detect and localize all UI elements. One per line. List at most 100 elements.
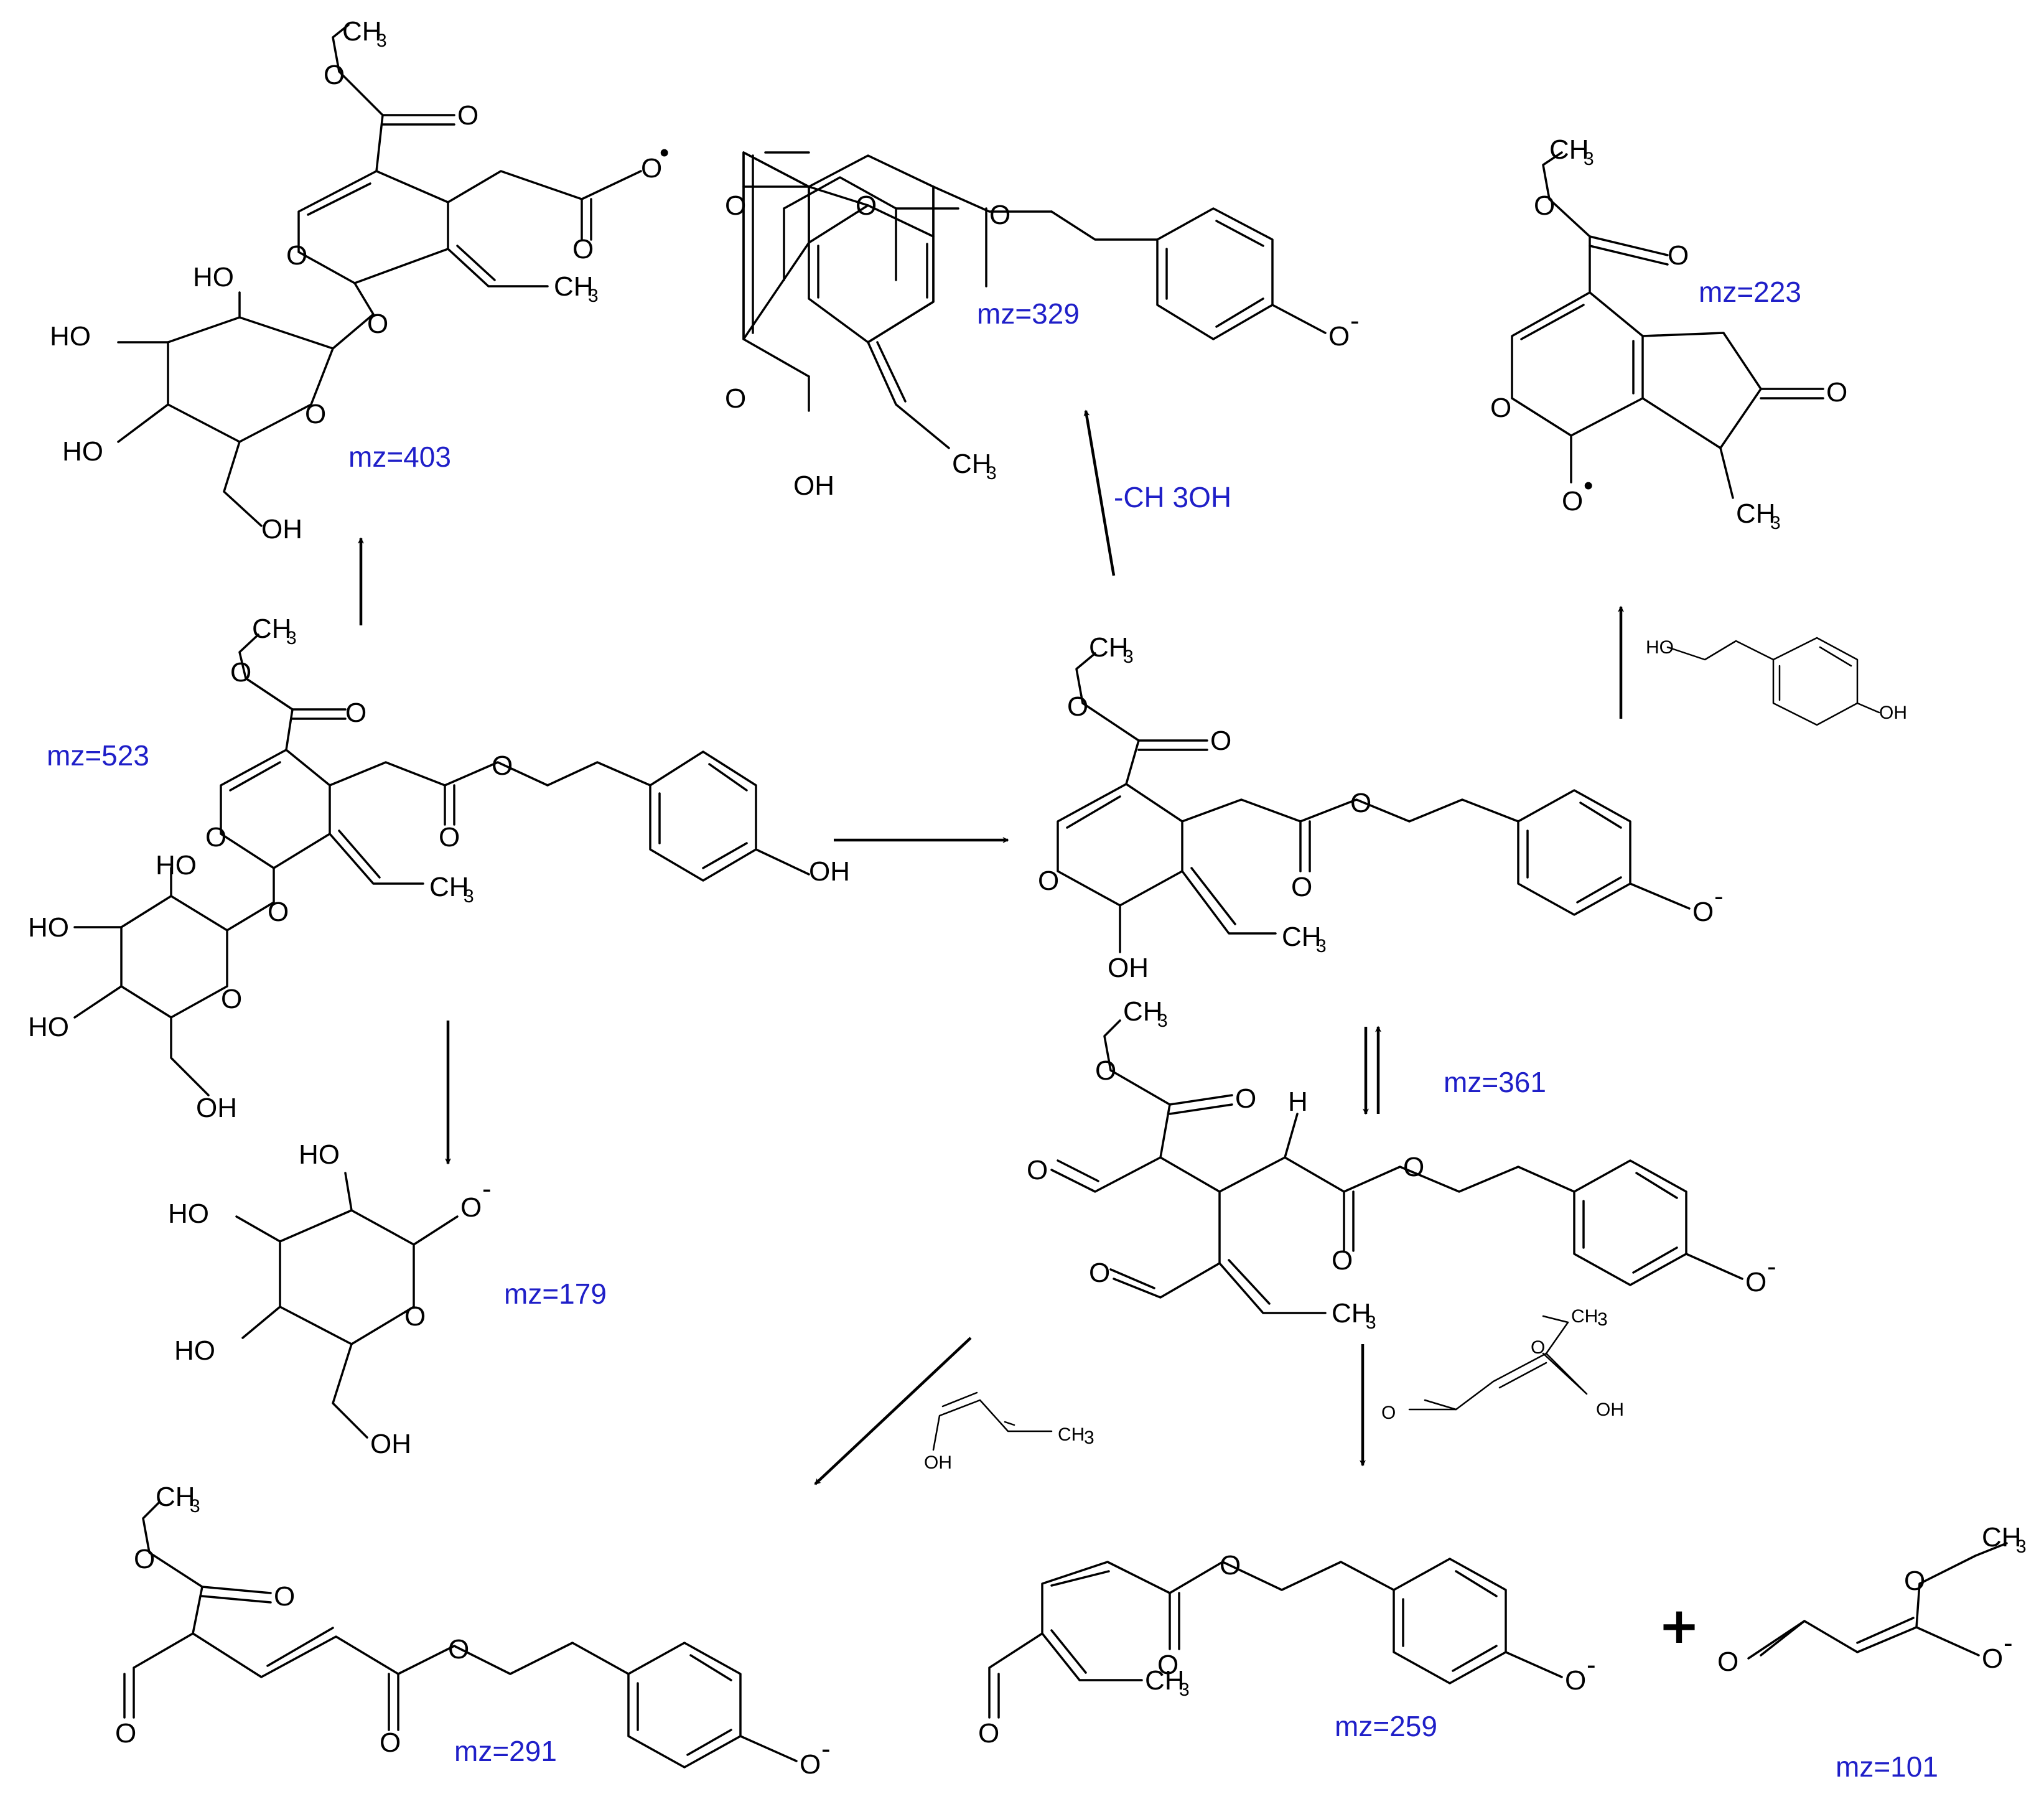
atom-label: O — [439, 822, 460, 853]
molecule-mz291 — [123, 1502, 798, 1769]
atom-label: O — [1534, 190, 1555, 221]
atom-label: O — [286, 240, 307, 271]
mz-label-523: mz=523 — [47, 739, 149, 772]
atom-label: O — [1381, 1403, 1396, 1423]
atom-label: HO — [28, 1012, 69, 1042]
arrow-361-to-291 — [814, 1337, 972, 1485]
atom-label: O — [305, 399, 326, 429]
atom-label: HO — [50, 321, 91, 352]
atom-label: O — [1210, 726, 1231, 756]
atom-label: O — [115, 1718, 136, 1749]
atom-label: - — [1350, 306, 1360, 336]
atom-label: O — [725, 190, 746, 221]
atom-label: 3 — [986, 463, 997, 484]
atom-label: O — [856, 190, 877, 221]
atom-label: 3 — [1366, 1312, 1376, 1333]
atom-label: HO — [1646, 637, 1674, 658]
atom-label: O — [274, 1581, 295, 1612]
atom-label: O — [448, 1634, 469, 1665]
mz-label-259: mz=259 — [1335, 1710, 1437, 1742]
atom-label: O — [1157, 1650, 1178, 1680]
atom-label: HO — [174, 1335, 215, 1366]
mz-label-179: mz=179 — [504, 1278, 607, 1310]
molecule-mz329-atoms: O O O O OH CH3 O - — [725, 190, 1360, 501]
atom-label: CH — [252, 614, 292, 644]
molecule-mz101-atoms: CH3 O O O - — [1717, 1522, 2027, 1677]
molecule-mz179-atoms: HO HO HO O O - OH — [168, 1139, 492, 1459]
atom-label: 3 — [1084, 1428, 1094, 1448]
atom-label: • — [1584, 470, 1593, 501]
arrow-361-to-329 — [1083, 409, 1116, 576]
atom-label: HO — [28, 912, 69, 943]
atom-label: O — [1038, 866, 1059, 896]
atom-label: O — [1717, 1647, 1738, 1677]
atom-label: O — [1826, 377, 1847, 408]
atom-label: 3 — [1179, 1680, 1190, 1700]
atom-label: O — [1089, 1258, 1110, 1288]
atom-label: OH — [1108, 953, 1149, 983]
atom-label: HO — [156, 850, 197, 881]
atom-label: OH — [1596, 1399, 1624, 1420]
atom-label: CH — [1282, 922, 1322, 952]
molecule-mz223 — [1511, 151, 1824, 499]
atom-label: H — [1288, 1086, 1308, 1117]
mz-label-101: mz=101 — [1836, 1750, 1938, 1783]
atom-label: O — [1982, 1643, 2003, 1674]
atom-label: - — [1714, 881, 1724, 912]
molecule-mz403-atoms: CH3 O O O CH3 O • O O O HO HO HO OH — [50, 16, 669, 544]
mz-label-361: mz=361 — [1444, 1066, 1546, 1098]
atom-label: 3 — [1316, 936, 1327, 956]
molecule-mz361-open — [1050, 1019, 1743, 1314]
atom-label: OH — [370, 1429, 411, 1459]
atom-label: 3 — [1584, 149, 1594, 169]
atom-label: CH — [1736, 498, 1776, 529]
atom-label: OH — [261, 514, 302, 544]
mz-label-403: mz=403 — [348, 441, 451, 473]
atom-label: O — [1565, 1665, 1586, 1696]
neutral-methyl-formylacrylate: O O OH CH3 — [1381, 1306, 1624, 1423]
atom-label: O — [1904, 1566, 1925, 1596]
atom-label: O — [205, 822, 226, 853]
atom-label: O — [1562, 486, 1583, 516]
atom-label: HO — [299, 1139, 340, 1170]
atom-label: CH — [1332, 1298, 1371, 1329]
atom-label: CH — [429, 872, 469, 902]
atom-label: CH — [952, 449, 992, 479]
atom-label: 3 — [1123, 647, 1134, 667]
atom-label: 3 — [588, 286, 599, 306]
atom-label: O — [367, 309, 388, 339]
atom-label: 3 — [1597, 1309, 1608, 1330]
atom-label: O — [1668, 240, 1689, 271]
atom-label: O — [1328, 321, 1350, 352]
atom-label: O — [404, 1301, 426, 1332]
atom-label: 3 — [1770, 513, 1781, 533]
atom-label: OH — [924, 1452, 952, 1473]
atom-label: 3 — [464, 886, 474, 907]
atom-label: CH — [1571, 1306, 1598, 1327]
atom-label: O — [134, 1544, 155, 1574]
molecule-mz329 — [742, 151, 1159, 449]
atom-label: O — [1235, 1083, 1256, 1114]
atom-label: CH — [554, 271, 594, 302]
atom-label: CH — [1549, 134, 1589, 165]
atom-label: O — [1291, 872, 1312, 902]
atom-label: 3 — [2016, 1536, 2027, 1557]
atom-label: • — [660, 138, 669, 168]
molecule-mz403 — [117, 24, 642, 527]
atom-label: OH — [196, 1093, 237, 1123]
atom-label: O — [1220, 1550, 1241, 1581]
atom-label: O — [380, 1727, 401, 1758]
molecule-mz361-aglycone-atoms: CH3 O O O OH CH3 O O O - — [1038, 632, 1724, 983]
molecule-mz223-atoms: CH3 O O O O O • CH3 — [1490, 134, 1847, 533]
mz-label-291: mz=291 — [454, 1735, 557, 1767]
atom-label: HO — [62, 436, 103, 467]
atom-label: O — [457, 100, 478, 131]
molecule-mz361-open-atoms: CH3 O O H O O O O CH3 O - — [1027, 996, 1776, 1333]
atom-label: O — [1332, 1245, 1353, 1276]
atom-label: - — [1767, 1251, 1776, 1282]
atom-label: O — [1403, 1152, 1424, 1182]
atom-label: - — [482, 1174, 492, 1204]
atom-label: O — [1692, 897, 1714, 927]
molecule-mz179 — [235, 1172, 459, 1439]
